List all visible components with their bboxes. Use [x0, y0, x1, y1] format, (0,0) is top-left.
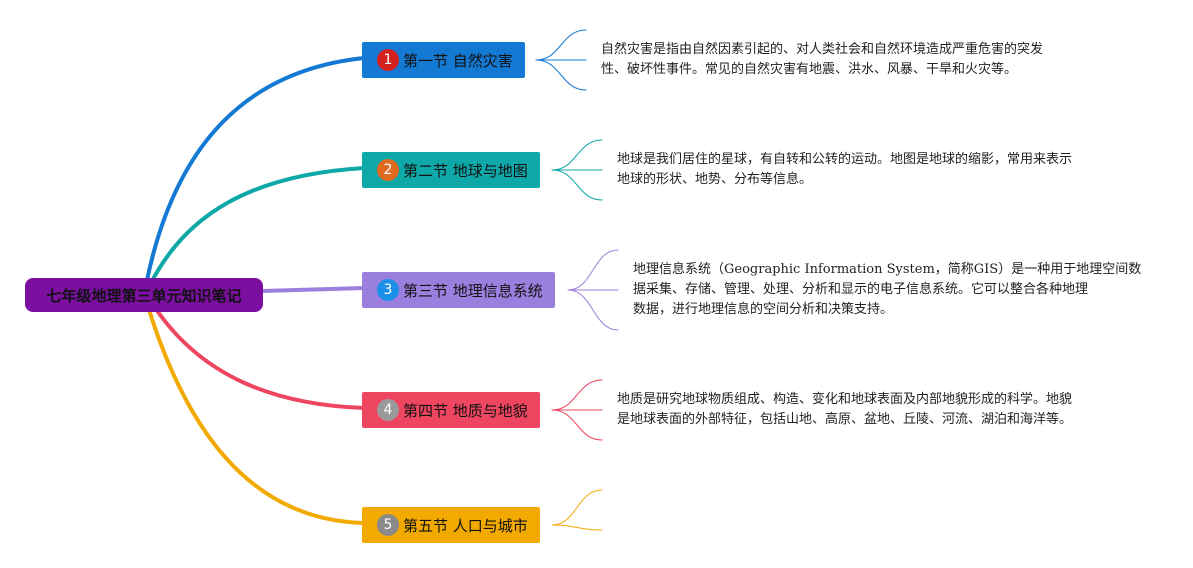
note-section-1: 自然灾害是指由自然因素引起的、对人类社会和自然环境造成严重危害的突发 性、破坏性…	[601, 40, 1043, 80]
topic-section-2[interactable]: 2 第二节 地球与地图	[362, 152, 540, 188]
branch-line-1	[144, 56, 366, 287]
number-badge: 1	[377, 49, 399, 71]
note-connector-1-1	[535, 29, 587, 61]
note-connector-1-3	[535, 59, 587, 91]
note-connector-2-3	[551, 169, 603, 201]
root-title: 七年级地理第三单元知识笔记	[46, 286, 242, 305]
topic-title: 第一节 自然灾害	[403, 51, 513, 70]
number-badge: 4	[377, 399, 399, 421]
note-connector-3-3	[567, 289, 619, 331]
number-badge: 2	[377, 159, 399, 181]
note-line: 地球的形状、地势、分布等信息。	[617, 172, 813, 187]
topic-section-5[interactable]: 5 第五节 人口与城市	[362, 507, 540, 543]
note-connector-5-1	[551, 489, 603, 526]
note-line: 地球是我们居住的星球，有自转和公转的运动。地图是地球的缩影，常用来表示	[617, 152, 1073, 167]
branch-line-4	[148, 298, 366, 410]
root-topic[interactable]: 七年级地理第三单元知识笔记	[25, 278, 263, 312]
note-connector-2-1	[551, 139, 603, 171]
topic-section-3[interactable]: 3 第三节 地理信息系统	[362, 272, 555, 308]
note-line: 数据，进行地理信息的空间分析和决策支持。	[633, 302, 894, 317]
note-line: 是地球表面的外部特征，包括山地、高原、盆地、丘陵、河流、湖泊和海洋等。	[617, 412, 1073, 427]
number-badge: 5	[377, 514, 399, 536]
topic-section-4[interactable]: 4 第四节 地质与地貌	[362, 392, 540, 428]
topic-title: 第二节 地球与地图	[403, 161, 528, 180]
note-section-3: 地理信息系统（Geographic Information System，简称G…	[633, 260, 1141, 320]
number-badge: 3	[377, 279, 399, 301]
note-connector-3-1	[567, 249, 619, 291]
branch-line-5	[144, 298, 366, 525]
note-line: 据采集、存储、管理、处理、分析和显示的电子信息系统。它可以整合各种地理	[633, 282, 1089, 297]
note-connector-4-1	[551, 379, 603, 411]
note-connector-5-2	[551, 524, 603, 531]
note-section-2: 地球是我们居住的星球，有自转和公转的运动。地图是地球的缩影，常用来表示 地球的形…	[617, 150, 1072, 190]
note-line: 性、破坏性事件。常见的自然灾害有地震、洪水、风暴、干旱和火灾等。	[601, 62, 1018, 77]
note-line: 地理信息系统（Geographic Information System，简称G…	[633, 262, 1142, 277]
topic-title: 第五节 人口与城市	[403, 516, 528, 535]
branch-line-3	[260, 286, 366, 293]
note-connector-4-3	[551, 409, 603, 441]
note-line: 地质是研究地球物质组成、构造、变化和地球表面及内部地貌形成的科学。地貌	[617, 392, 1073, 407]
note-section-4: 地质是研究地球物质组成、构造、变化和地球表面及内部地貌形成的科学。地貌 是地球表…	[617, 390, 1072, 430]
branch-line-2	[148, 166, 366, 287]
topic-section-1[interactable]: 1 第一节 自然灾害	[362, 42, 525, 78]
topic-title: 第四节 地质与地貌	[403, 401, 528, 420]
topic-title: 第三节 地理信息系统	[403, 281, 543, 300]
note-line: 自然灾害是指由自然因素引起的、对人类社会和自然环境造成严重危害的突发	[601, 42, 1044, 57]
